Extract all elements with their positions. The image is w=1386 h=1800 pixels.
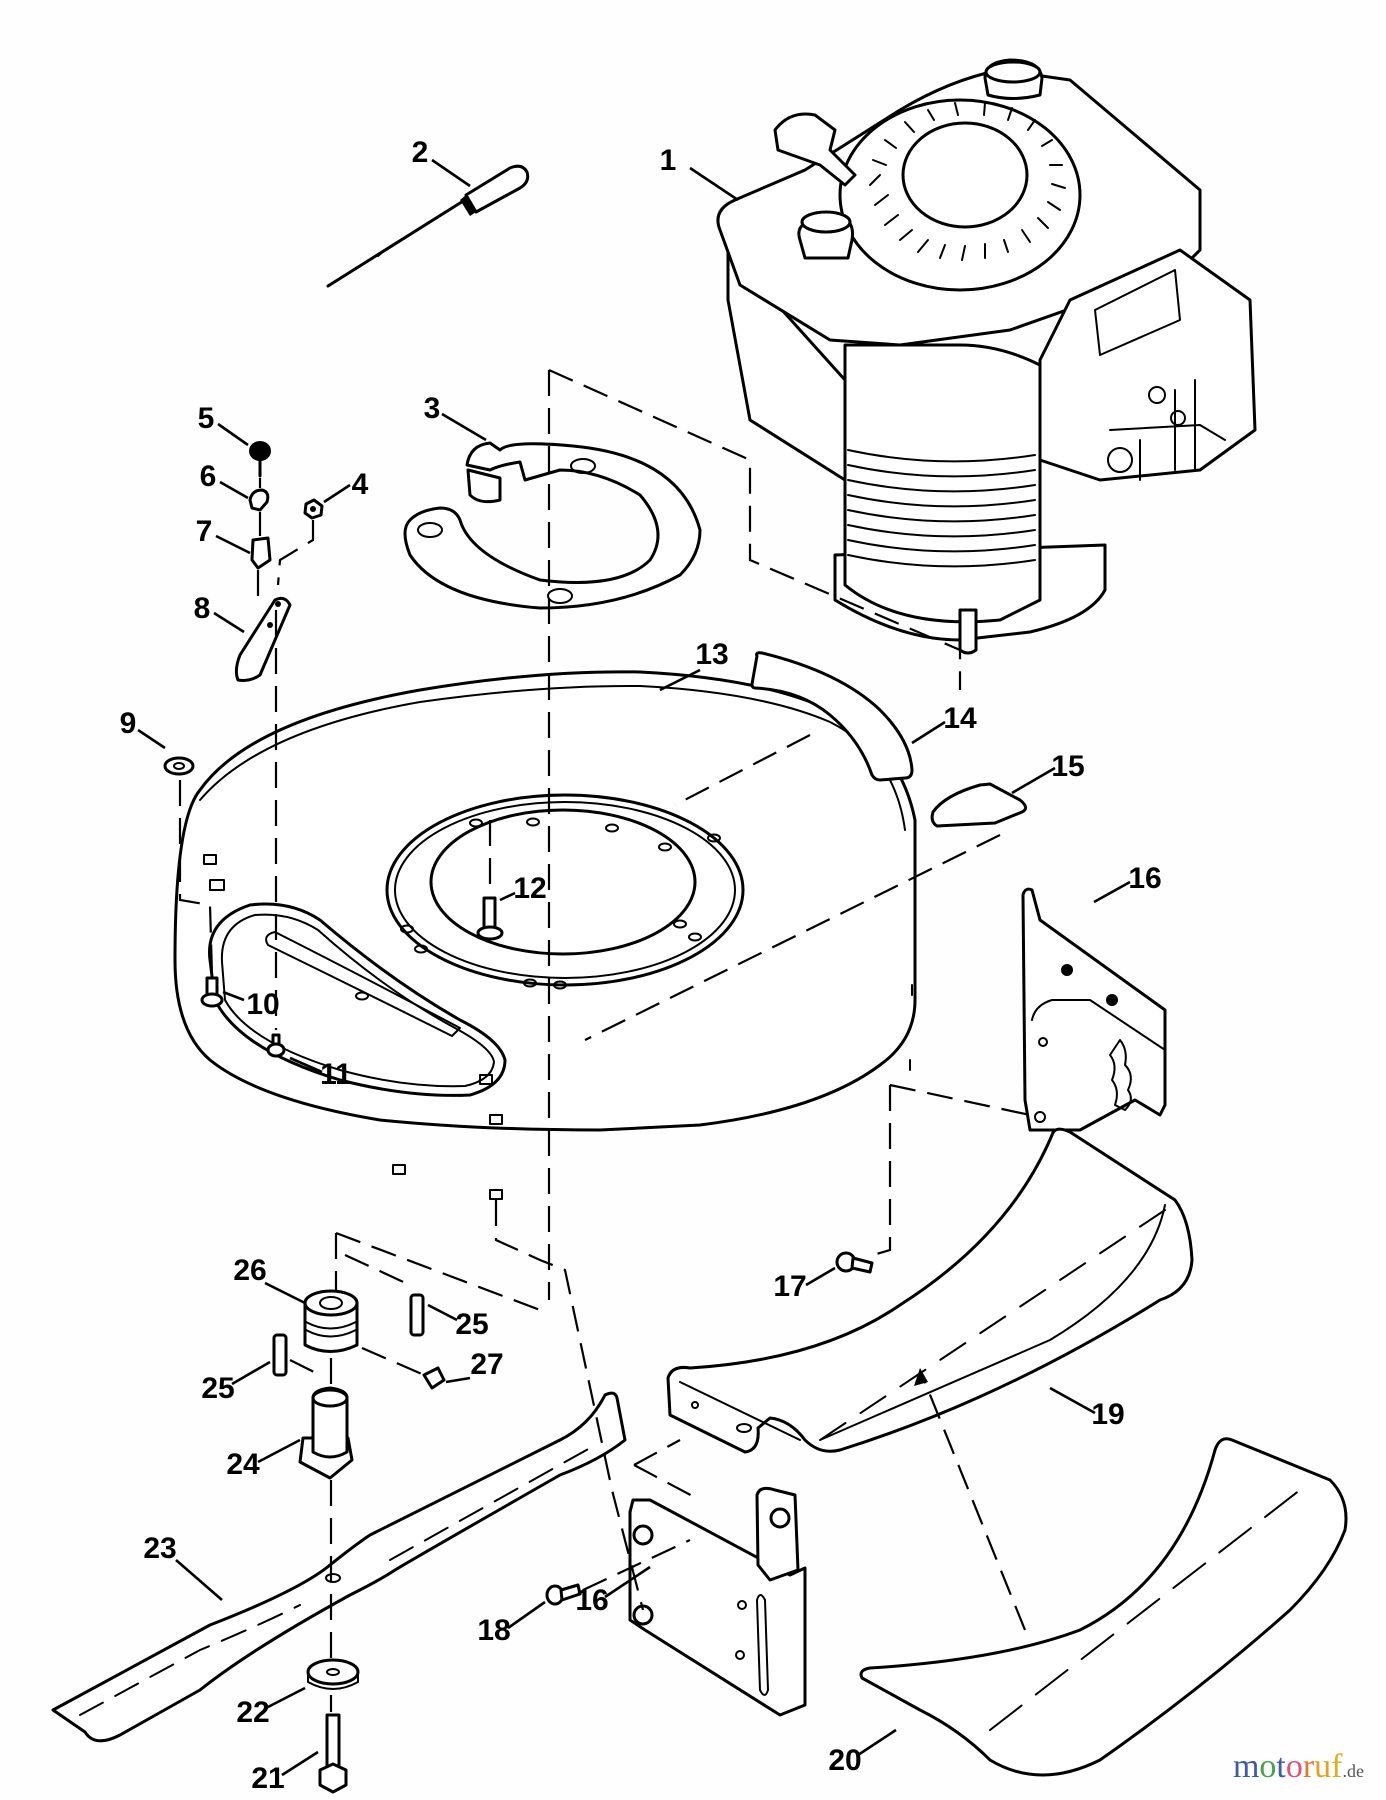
callout-26: 26 bbox=[233, 1254, 266, 1287]
deck-ring[interactable] bbox=[403, 441, 702, 610]
callout-16b: 16 bbox=[575, 1584, 608, 1617]
callout-4: 4 bbox=[352, 468, 369, 501]
callout-11: 11 bbox=[320, 1058, 352, 1091]
wheel-bracket-left[interactable] bbox=[628, 1486, 807, 1717]
callout-3: 3 bbox=[424, 392, 441, 425]
callout-5: 5 bbox=[198, 402, 215, 435]
callout-2: 2 bbox=[412, 136, 429, 169]
callout-22: 22 bbox=[236, 1696, 269, 1729]
watermark-letter: r bbox=[1302, 1748, 1315, 1785]
lock-washer-9[interactable] bbox=[163, 756, 195, 776]
hardware-group-upper-left bbox=[234, 441, 324, 682]
bolt-10[interactable] bbox=[200, 976, 224, 1008]
callout-6: 6 bbox=[200, 460, 217, 493]
callout-labels: 1 2 3 4 5 6 7 8 9 10 11 12 13 14 15 16 1… bbox=[120, 136, 1162, 1795]
callout-1: 1 bbox=[660, 144, 677, 177]
decal-15[interactable] bbox=[930, 782, 1027, 828]
callout-25b: 25 bbox=[201, 1372, 234, 1405]
callout-23: 23 bbox=[143, 1532, 176, 1565]
nut-4[interactable] bbox=[303, 498, 324, 520]
cooling-fins-grille bbox=[869, 102, 1066, 261]
control-cable[interactable] bbox=[326, 164, 530, 288]
clip-6[interactable] bbox=[248, 488, 270, 512]
watermark-letter: o bbox=[1259, 1748, 1277, 1785]
callout-20: 20 bbox=[828, 1744, 861, 1777]
assembly-lines bbox=[178, 368, 1031, 1712]
screw-18[interactable] bbox=[545, 1583, 582, 1606]
callout-13: 13 bbox=[695, 638, 728, 671]
callout-7: 7 bbox=[196, 515, 213, 548]
callout-10: 10 bbox=[246, 988, 279, 1021]
clamp-7[interactable] bbox=[250, 536, 272, 570]
bolt-21[interactable] bbox=[318, 1713, 348, 1794]
bolt-12[interactable] bbox=[476, 896, 504, 941]
screw-5[interactable] bbox=[249, 441, 271, 478]
callout-16a: 16 bbox=[1128, 862, 1161, 895]
deck-housing[interactable] bbox=[173, 670, 917, 1200]
callout-8: 8 bbox=[194, 592, 211, 625]
rear-shield[interactable] bbox=[666, 1127, 1194, 1454]
watermark-letter: u bbox=[1314, 1748, 1332, 1785]
screw-17[interactable] bbox=[835, 1251, 874, 1274]
callout-27: 27 bbox=[470, 1348, 503, 1381]
wheel-bracket-right[interactable] bbox=[1021, 887, 1167, 1132]
blade[interactable] bbox=[51, 1391, 627, 1743]
rear-flap[interactable] bbox=[859, 1368, 1348, 1777]
watermark-letter: o bbox=[1285, 1748, 1303, 1785]
callout-12: 12 bbox=[513, 872, 546, 905]
pulley-26[interactable] bbox=[303, 1289, 359, 1353]
callout-9: 9 bbox=[120, 707, 137, 740]
bracket-8[interactable] bbox=[234, 596, 292, 682]
watermark-suffix: .de bbox=[1342, 1761, 1365, 1781]
key-25-upper[interactable] bbox=[409, 1293, 425, 1337]
callout-17: 17 bbox=[773, 1270, 806, 1303]
callout-21: 21 bbox=[251, 1762, 284, 1795]
set-screw-27[interactable] bbox=[422, 1366, 446, 1390]
callout-19: 19 bbox=[1091, 1398, 1124, 1431]
callout-14: 14 bbox=[943, 702, 977, 735]
callout-leaders bbox=[137, 158, 1131, 1777]
callout-15: 15 bbox=[1051, 750, 1084, 783]
watermark-letter: m bbox=[1232, 1748, 1260, 1785]
callout-18: 18 bbox=[477, 1614, 510, 1647]
callout-25a: 25 bbox=[455, 1308, 488, 1341]
key-25-lower[interactable] bbox=[272, 1333, 288, 1377]
watermark-logo: motoruf.de bbox=[1233, 1748, 1364, 1786]
decal-14[interactable] bbox=[750, 651, 914, 782]
engine[interactable] bbox=[716, 58, 1257, 655]
washer-22[interactable] bbox=[306, 1658, 360, 1690]
callout-24: 24 bbox=[226, 1448, 260, 1481]
watermark-letter: t bbox=[1276, 1748, 1286, 1785]
watermark-letter: f bbox=[1331, 1748, 1343, 1785]
blade-adapter-24[interactable] bbox=[298, 1386, 354, 1480]
screw-11[interactable] bbox=[266, 1033, 286, 1058]
